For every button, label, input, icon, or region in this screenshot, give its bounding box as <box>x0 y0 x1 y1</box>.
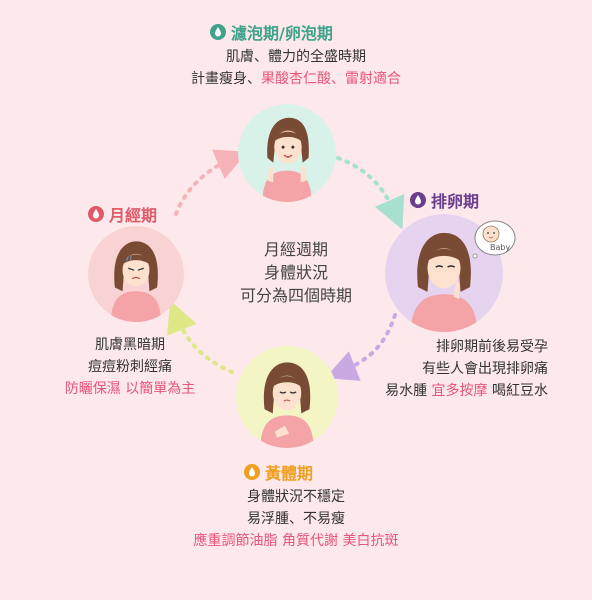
center-line: 身體狀況 <box>263 263 328 282</box>
follicular-illustration <box>238 104 336 202</box>
drop-icon <box>88 206 104 222</box>
baby-label: Baby <box>490 243 511 252</box>
arrow-follicular-to-ovulation <box>336 156 405 230</box>
luteal-title: 黃體期 <box>244 460 313 484</box>
drop-icon <box>210 24 226 40</box>
baby-bubble-icon: Baby <box>470 220 516 260</box>
menstrual-title: 月經期 <box>88 202 157 226</box>
center-summary: 月經週期 身體狀況 可分為四個時期 <box>196 238 396 307</box>
ovulation-illustration <box>385 214 503 332</box>
drop-icon <box>244 464 260 480</box>
ovulation-text: 排卵期前後易受孕 有些人會出現排卵痛 易水腫 宜多按摩 喝紅豆水 <box>385 339 548 399</box>
menstrual-text: 肌膚黑暗期 痘痘粉刺經痛 防曬保濕 以簡單為主 <box>64 337 196 397</box>
drop-icon <box>410 192 426 208</box>
menstrual-illustration <box>88 226 184 322</box>
luteal-illustration <box>236 346 338 448</box>
center-line: 可分為四個時期 <box>239 286 352 305</box>
follicular-title: 濾泡期/卵泡期 <box>210 20 333 44</box>
arrow-menstrual-to-follicular <box>174 149 248 216</box>
center-line: 月經週期 <box>263 240 328 259</box>
ovulation-title: 排卵期 <box>410 188 479 212</box>
follicular-text: 肌膚、體力的全盛時期 計畫瘦身、果酸杏仁酸、雷射適合 <box>191 49 401 87</box>
luteal-text: 身體狀況不穩定 易浮腫、不易瘦 應重調節油脂 角質代謝 美白抗斑 <box>193 489 399 549</box>
